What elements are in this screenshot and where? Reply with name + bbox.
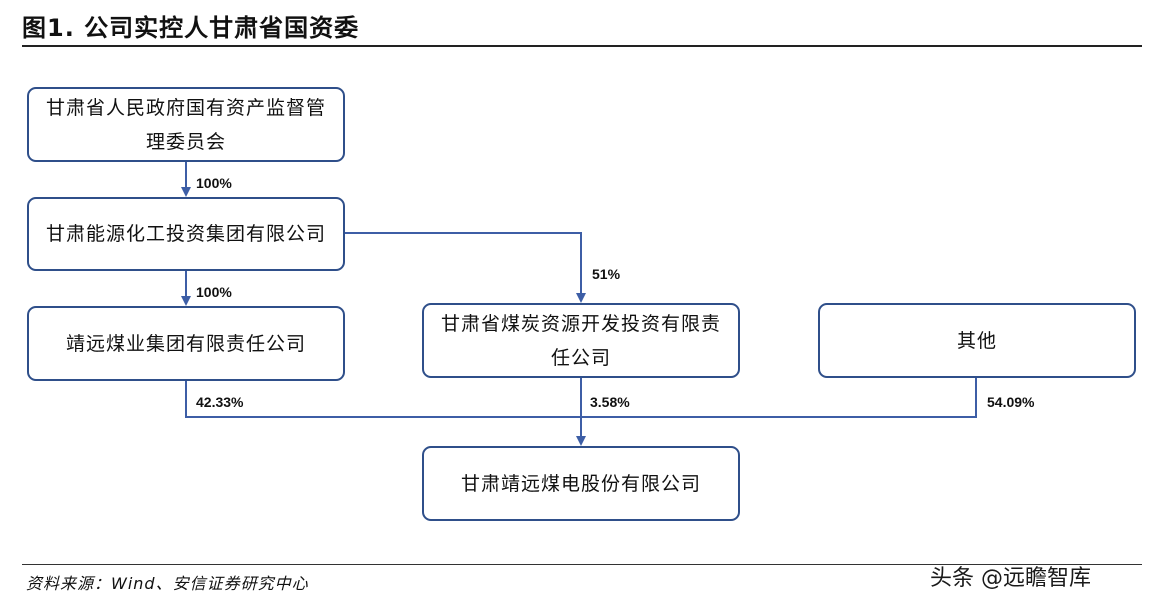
- entity-gansu-coal-invest-label: 甘肃省煤炭资源开发投资有限责任公司: [440, 312, 721, 369]
- entity-others: 其他: [818, 303, 1136, 378]
- stake-others-to-target: 54.09%: [987, 394, 1035, 410]
- figure-title: 图1. 公司实控人甘肃省国资委: [22, 14, 360, 42]
- stake-energy-to-coal-invest: 51%: [592, 266, 621, 282]
- connector-others-to-bus: [581, 378, 977, 418]
- entity-jingyuan-coal-group: 靖远煤业集团有限责任公司: [27, 306, 345, 381]
- connector-energy-to-coal-invest: [345, 232, 586, 303]
- title-divider: [22, 45, 1142, 47]
- stake-sasac-to-energy: 100%: [196, 175, 232, 191]
- stake-energy-to-jingyuan-group: 100%: [196, 284, 232, 300]
- entity-gansu-sasac-label: 甘肃省人民政府国有资产监督管理委员会: [45, 96, 326, 153]
- entity-gansu-energy-chem-label: 甘肃能源化工投资集团有限公司: [45, 223, 326, 245]
- entity-gansu-sasac: 甘肃省人民政府国有资产监督管理委员会: [27, 87, 345, 162]
- stake-coal-invest-to-target: 3.58%: [590, 394, 630, 410]
- stake-jingyuan-group-to-target: 42.33%: [196, 394, 244, 410]
- entity-gansu-coal-invest: 甘肃省煤炭资源开发投资有限责任公司: [422, 303, 740, 378]
- entity-jingyuan-coal-power: 甘肃靖远煤电股份有限公司: [422, 446, 740, 521]
- entity-jingyuan-coal-power-label: 甘肃靖远煤电股份有限公司: [460, 472, 701, 495]
- watermark: 头条 @远瞻智库: [930, 566, 1091, 591]
- source-note: 资料来源：Wind、安信证券研究中心: [26, 574, 309, 593]
- connector-jingyuan-group-to-bus: [185, 381, 581, 418]
- footer-divider: [22, 564, 1142, 565]
- entity-gansu-energy-chem: 甘肃能源化工投资集团有限公司: [27, 197, 345, 271]
- entity-jingyuan-coal-group-label: 靖远煤业集团有限责任公司: [65, 332, 306, 355]
- entity-others-label: 其他: [956, 329, 997, 352]
